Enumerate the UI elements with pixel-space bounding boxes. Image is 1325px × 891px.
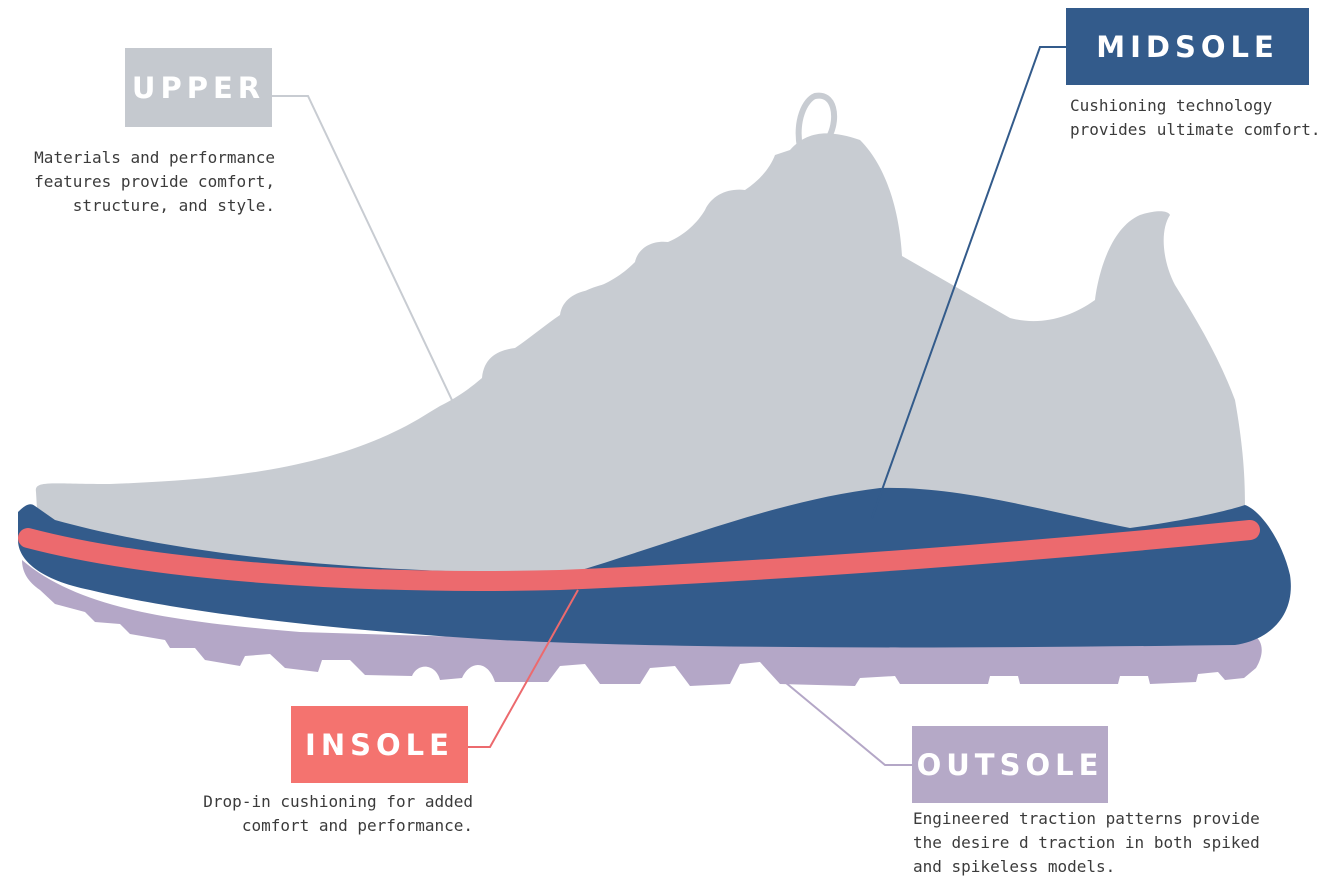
outsole-title: OUTSOLE [916, 747, 1104, 782]
outsole-description: Engineered traction patterns provide the… [913, 807, 1260, 879]
insole-desc-line: Drop-in cushioning for added [203, 792, 473, 811]
midsole-title: MIDSOLE [1096, 29, 1279, 64]
insole-label-box: INSOLE [291, 706, 468, 783]
midsole-desc-line: Cushioning technology [1070, 96, 1273, 115]
insole-desc-line: comfort and performance. [241, 816, 473, 835]
midsole-leader-line [871, 46, 1066, 519]
outsole-leader-line [767, 667, 912, 766]
insole-description: Drop-in cushioning for added comfort and… [203, 790, 473, 838]
upper-leader-line [272, 95, 487, 473]
upper-desc-line: structure, and style. [72, 196, 275, 215]
upper-description: Materials and performance features provi… [34, 146, 275, 218]
midsole-description: Cushioning technology provides ultimate … [1070, 94, 1320, 142]
midsole-label-box: MIDSOLE [1066, 8, 1309, 85]
outsole-desc-line: and spikeless models. [913, 857, 1116, 876]
upper-title: UPPER [131, 70, 266, 105]
outsole-label-box: OUTSOLE [912, 726, 1108, 803]
upper-shape [35, 92, 1246, 600]
upper-desc-line: Materials and performance [34, 148, 275, 167]
upper-desc-line: features provide comfort, [34, 172, 275, 191]
outsole-shape [22, 560, 1262, 686]
midsole-desc-line: provides ultimate comfort. [1070, 120, 1321, 139]
insole-shape [18, 520, 1260, 591]
insole-leader-line [468, 589, 579, 748]
leader-lines [272, 46, 1066, 766]
insole-title: INSOLE [305, 727, 454, 762]
outsole-desc-line: Engineered traction patterns provide [913, 809, 1260, 828]
upper-label-box: UPPER [125, 48, 272, 127]
outsole-desc-line: the desire d traction in both spiked [913, 833, 1260, 852]
